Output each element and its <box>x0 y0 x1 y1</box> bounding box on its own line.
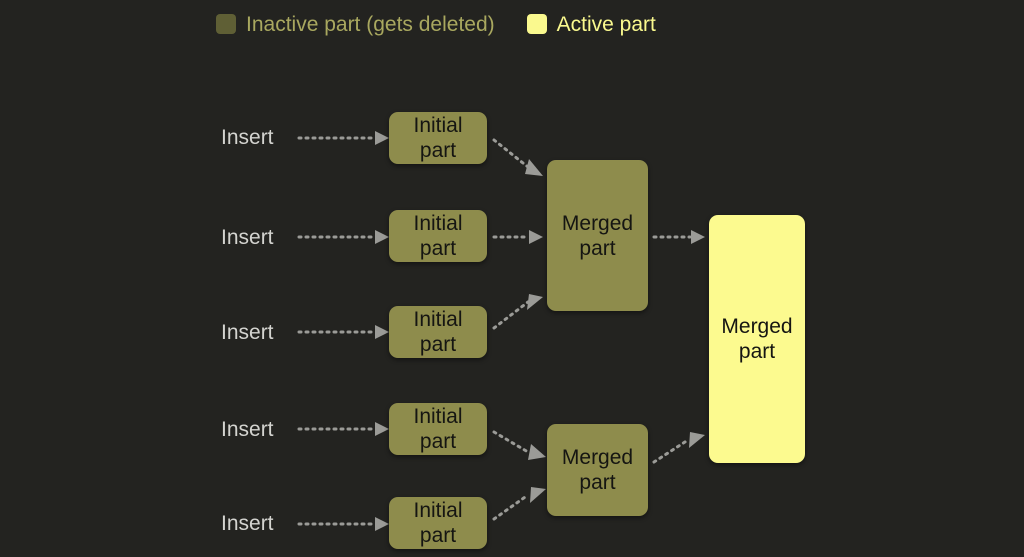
merged-part-box-2[interactable]: Merged part <box>547 424 648 516</box>
insert-label-2: Insert <box>221 226 274 249</box>
initial-part-box-5[interactable]: Initial part <box>389 497 487 549</box>
initial-part-label: Initial part <box>413 114 463 162</box>
initial-part-box-4[interactable]: Initial part <box>389 403 487 455</box>
square-swatch-icon <box>526 14 547 34</box>
square-swatch-icon <box>216 14 236 34</box>
initial-part-box-3[interactable]: Initial part <box>389 306 487 358</box>
initial-part-label: Initial part <box>413 212 463 260</box>
merged-part-label: Merged part <box>561 211 634 260</box>
merged-part-label: Merged part <box>561 446 634 494</box>
legend-item-active: Active part <box>526 12 656 36</box>
final-merged-part-label: Merged part <box>721 315 793 363</box>
merged-part-box-1[interactable]: Merged part <box>547 160 648 311</box>
initial-part-label: Initial part <box>413 499 463 547</box>
final-merged-part-box[interactable]: Merged part <box>709 215 805 463</box>
legend: Inactive part (gets deleted) Active part <box>216 9 656 39</box>
initial-part-label: Initial part <box>413 308 463 356</box>
legend-label-inactive: Inactive part (gets deleted) <box>246 12 495 36</box>
insert-label-3: Insert <box>221 321 274 344</box>
initial-part-box-2[interactable]: Initial part <box>389 210 487 262</box>
initial-part-label: Initial part <box>413 405 463 453</box>
legend-label-active: Active part <box>556 12 656 36</box>
insert-label-1: Insert <box>221 126 274 149</box>
insert-label-4: Insert <box>221 418 274 441</box>
insert-label-5: Insert <box>221 512 274 535</box>
initial-part-box-1[interactable]: Initial part <box>389 112 487 164</box>
legend-item-inactive: Inactive part (gets deleted) <box>216 14 495 35</box>
